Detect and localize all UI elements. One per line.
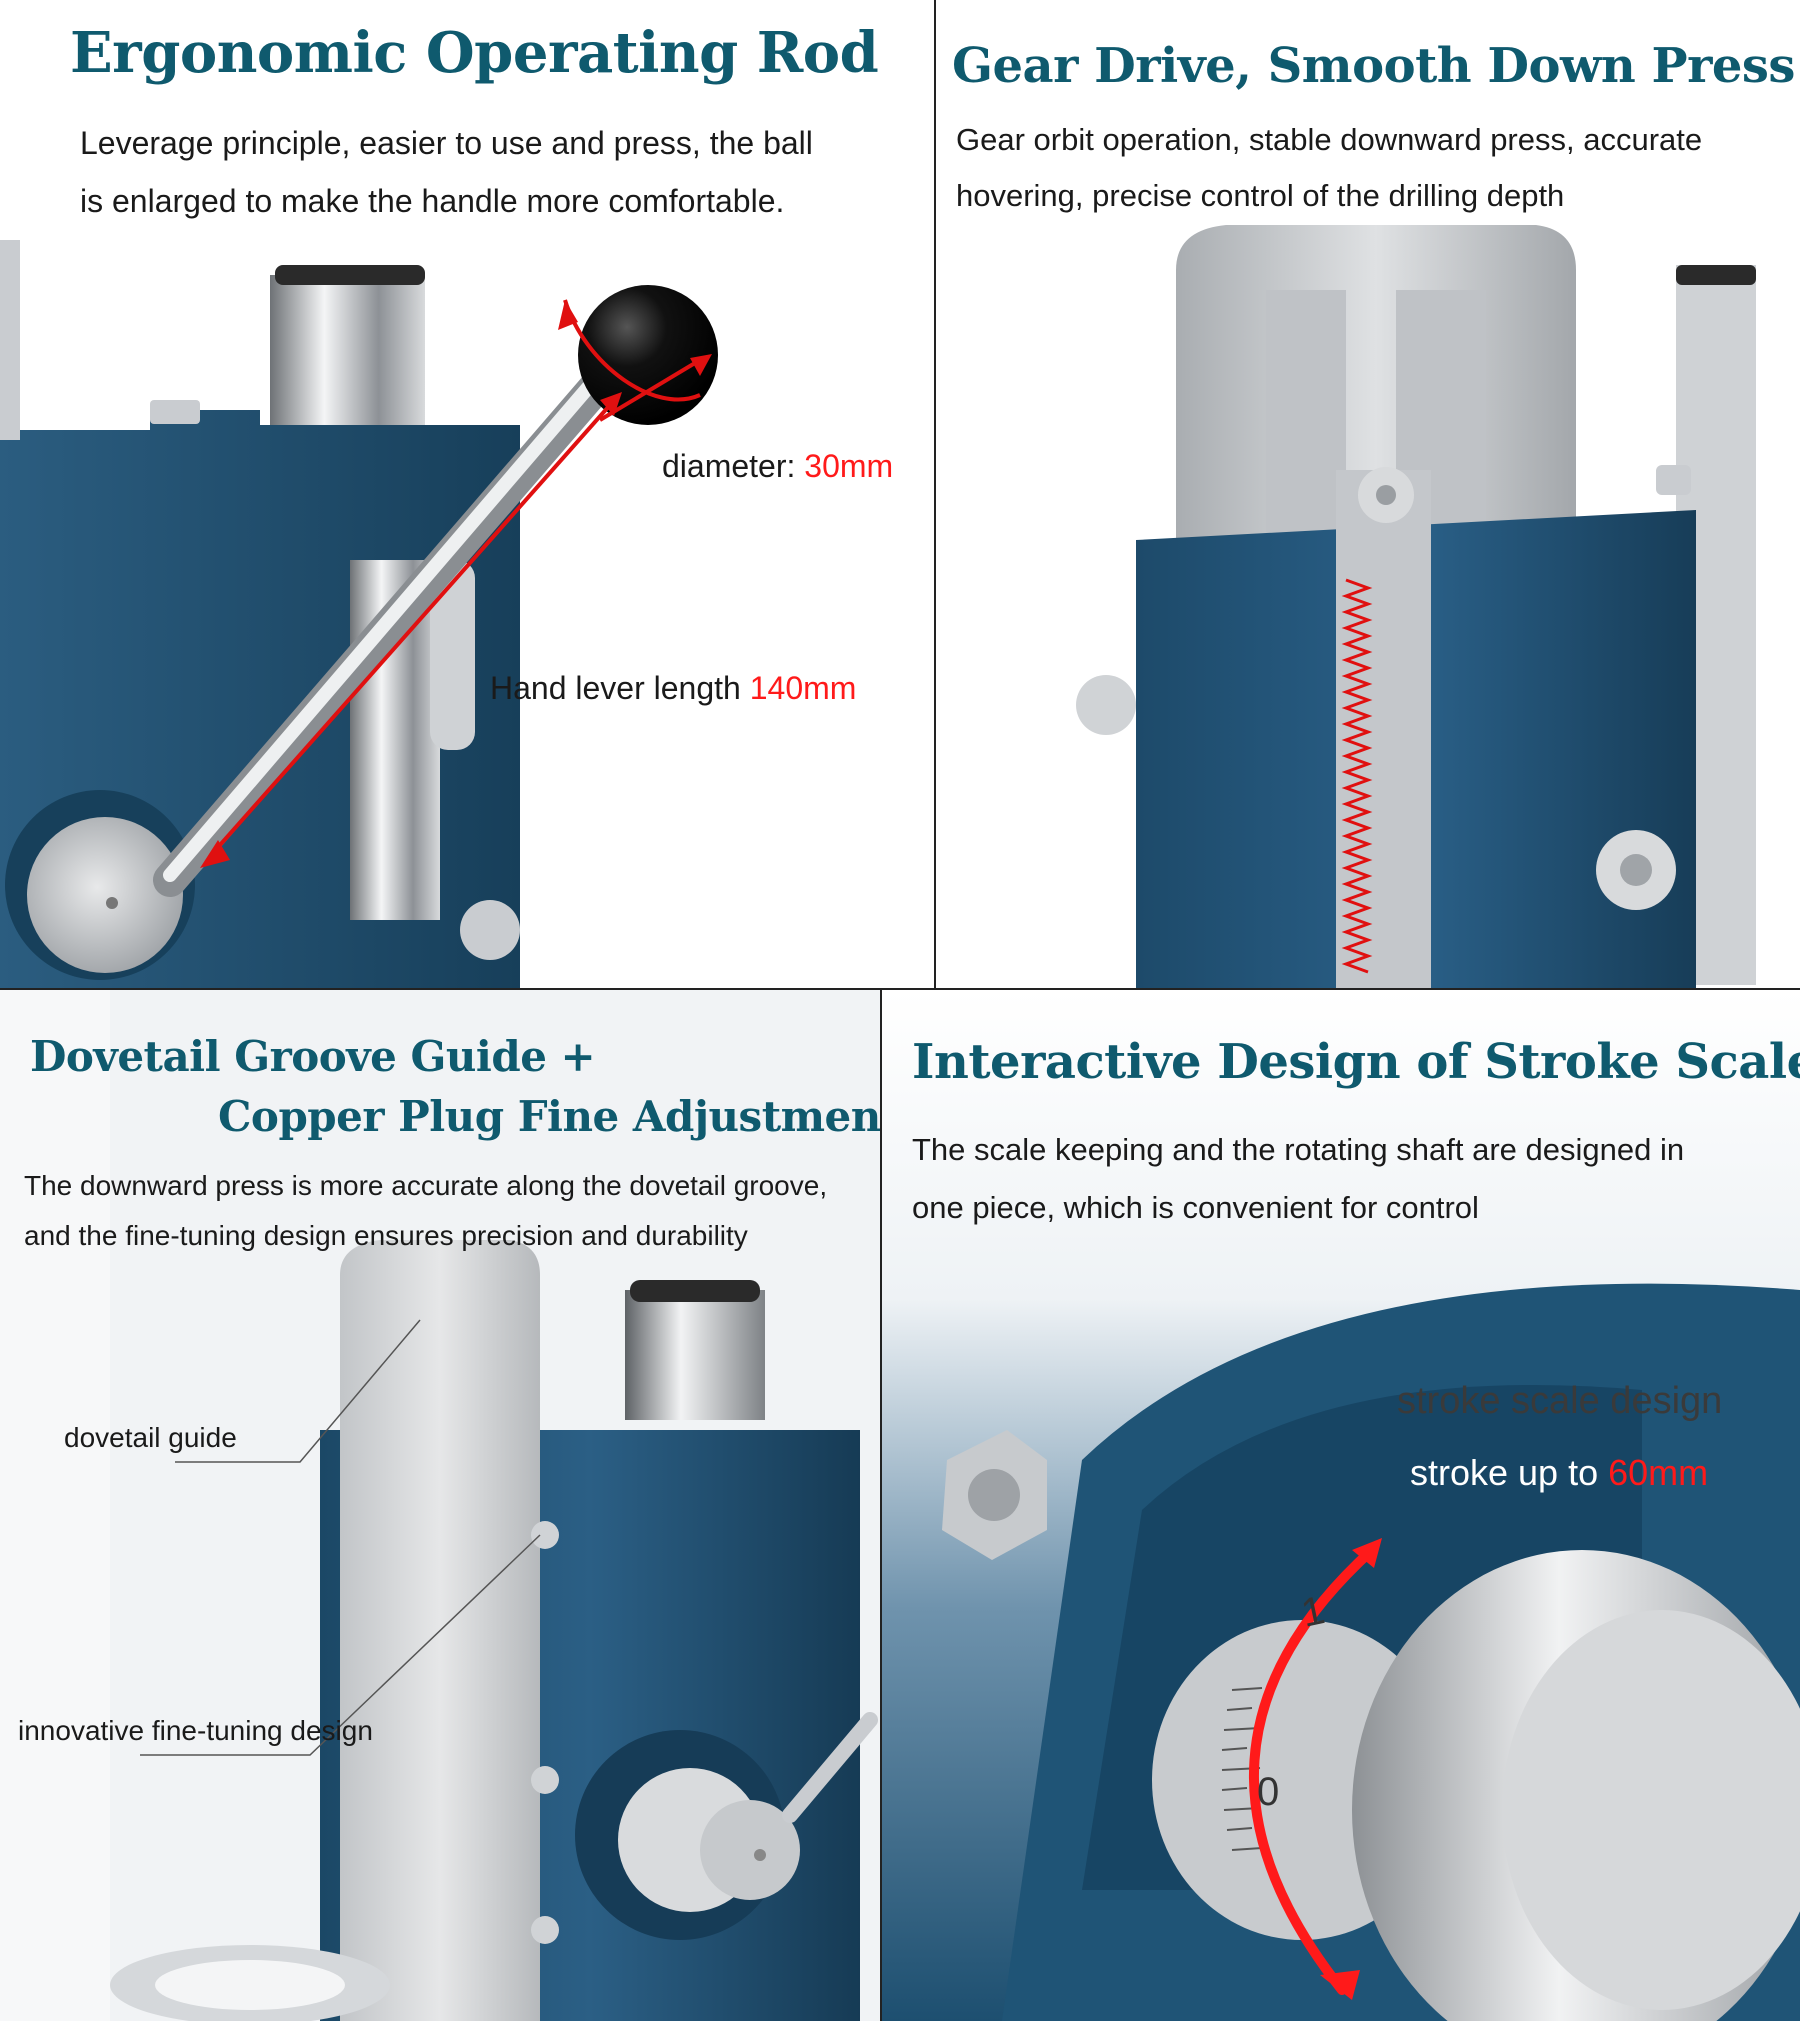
stroke-scale-illustration [882,990,1800,2021]
panel-1-description-line-2: is enlarged to make the handle more comf… [80,183,785,219]
gear-rack-icon [1336,470,1431,988]
dovetail-guide-label: dovetail guide [64,1422,237,1453]
panel-1-description-line-1: Leverage principle, easier to use and pr… [80,125,813,161]
panel-ergonomic-rod: Ergonomic Operating Rod Leverage princip… [0,0,934,988]
diameter-value: 30mm [804,448,894,484]
diameter-label: diameter: [662,448,796,484]
lever-length-label: Hand lever length [490,670,741,706]
fine-tuning-label: innovative fine-tuning design [18,1715,373,1746]
panel-4-description-line-2: one piece, which is convenient for contr… [912,1190,1479,1225]
lever-length-value: 140mm [749,670,857,706]
pivot-hub [27,817,183,973]
panel-3-description-line-1: The downward press is more accurate alon… [24,1170,828,1201]
stroke-range-callout: stroke up to 60mm [1410,1452,1708,1494]
vertical-divider-bottom [880,990,882,2021]
panel-2-title: Gear Drive, Smooth Down Press [952,38,1795,94]
stroke-range-value: 60mm [1608,1452,1709,1493]
diameter-callout: diameter: 30mm [662,448,893,485]
panel-4-title: Interactive Design of Stroke Scale [912,1034,1800,1090]
panel-1-title: Ergonomic Operating Rod [70,20,879,86]
lever-length-callout: Hand lever length 140mm [490,670,856,707]
panel-2-description-line-1: Gear orbit operation, stable downward pr… [956,122,1703,157]
panel-dovetail-guide: Dovetail Groove Guide + Copper Plug Fine… [0,990,880,2021]
knurled-lock-handle [430,560,475,750]
panel-2-description-line-2: hovering, precise control of the drillin… [956,178,1565,213]
gear-rack-illustration [1076,225,1756,988]
panel-stroke-scale: 1 0 Interactive Design of Stroke Scale T… [882,990,1800,2021]
panel-gear-drive: Gear Drive, Smooth Down Press Gear orbit… [936,0,1800,988]
knob-ball-icon [578,285,718,425]
dovetail-illustration [110,990,880,2021]
panel-3-description-line-2: and the fine-tuning design ensures preci… [24,1220,748,1251]
scale-number-0: 0 [1257,1770,1280,1814]
stroke-range-label: stroke up to [1410,1452,1599,1493]
lever-illustration [0,240,718,988]
panel-4-description-line-1: The scale keeping and the rotating shaft… [912,1132,1685,1167]
vertical-divider-top [934,0,936,990]
horizontal-divider [0,988,1800,990]
panel-3-title-line-2: Copper Plug Fine Adjustment [218,1092,880,1141]
panel-3-title-line-1: Dovetail Groove Guide + [30,1032,596,1081]
stroke-scale-label: stroke scale design [1397,1380,1723,1422]
lever-rod-icon [163,355,617,882]
